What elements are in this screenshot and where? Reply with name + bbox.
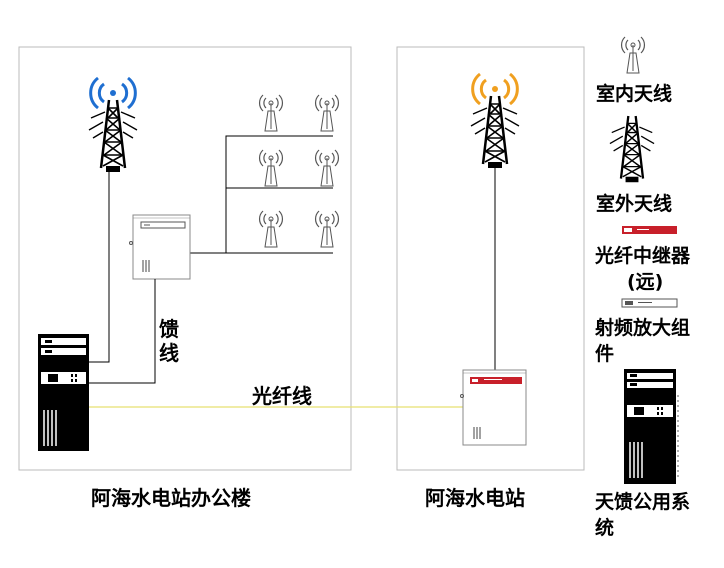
indoor-antenna-icon — [314, 94, 340, 132]
fiber-line-label: 光纤线 — [252, 384, 312, 408]
feeder-line — [89, 172, 156, 384]
legend-outdoor-antenna-label: 室外天线 — [596, 193, 673, 215]
feeder-line-label: 线 — [159, 341, 179, 365]
feeder-line-label: 馈 — [159, 317, 179, 341]
indoor-antenna-icon — [258, 210, 284, 248]
legend-feeder-system-label: 天馈公用系 — [595, 491, 691, 513]
indoor-antenna-icon — [258, 149, 284, 187]
indoor-antenna-icon — [314, 210, 340, 248]
office-building-frame — [18, 46, 352, 471]
legend-rf-amplifier-label: 件 — [595, 343, 615, 365]
legend-fiber-repeater-label: 光纤中继器 — [595, 245, 691, 267]
legend-feeder-system-icon — [624, 369, 676, 484]
feeder-system-cabinet — [38, 334, 89, 451]
legend-indoor-antenna-label: 室内天线 — [596, 83, 673, 105]
legend-feeder-system-label: 统 — [595, 517, 615, 539]
office-outdoor-tower-icon — [87, 76, 139, 174]
indoor-antenna-icon — [314, 149, 340, 187]
legend-rf-amplifier-label: 射频放大组 — [595, 317, 691, 339]
legend-rf-amplifier-icon — [621, 298, 678, 308]
office-building-label: 阿海水电站办公楼 — [91, 486, 251, 510]
fiber-repeater-unit — [460, 369, 527, 446]
indoor-antenna-icon — [258, 94, 284, 132]
station-outdoor-tower-icon — [469, 72, 521, 170]
rf-amplifier-unit — [129, 214, 191, 280]
legend-outdoor-antenna-icon — [608, 114, 656, 184]
legend-fiber-repeater-icon — [622, 226, 677, 234]
power-station-label: 阿海水电站 — [425, 486, 525, 510]
legend-indoor-antenna-icon — [620, 36, 646, 74]
power-station-frame — [396, 46, 585, 471]
legend-fiber-repeater-label: (远) — [627, 271, 664, 293]
antenna-feeder-wiring — [190, 135, 333, 254]
